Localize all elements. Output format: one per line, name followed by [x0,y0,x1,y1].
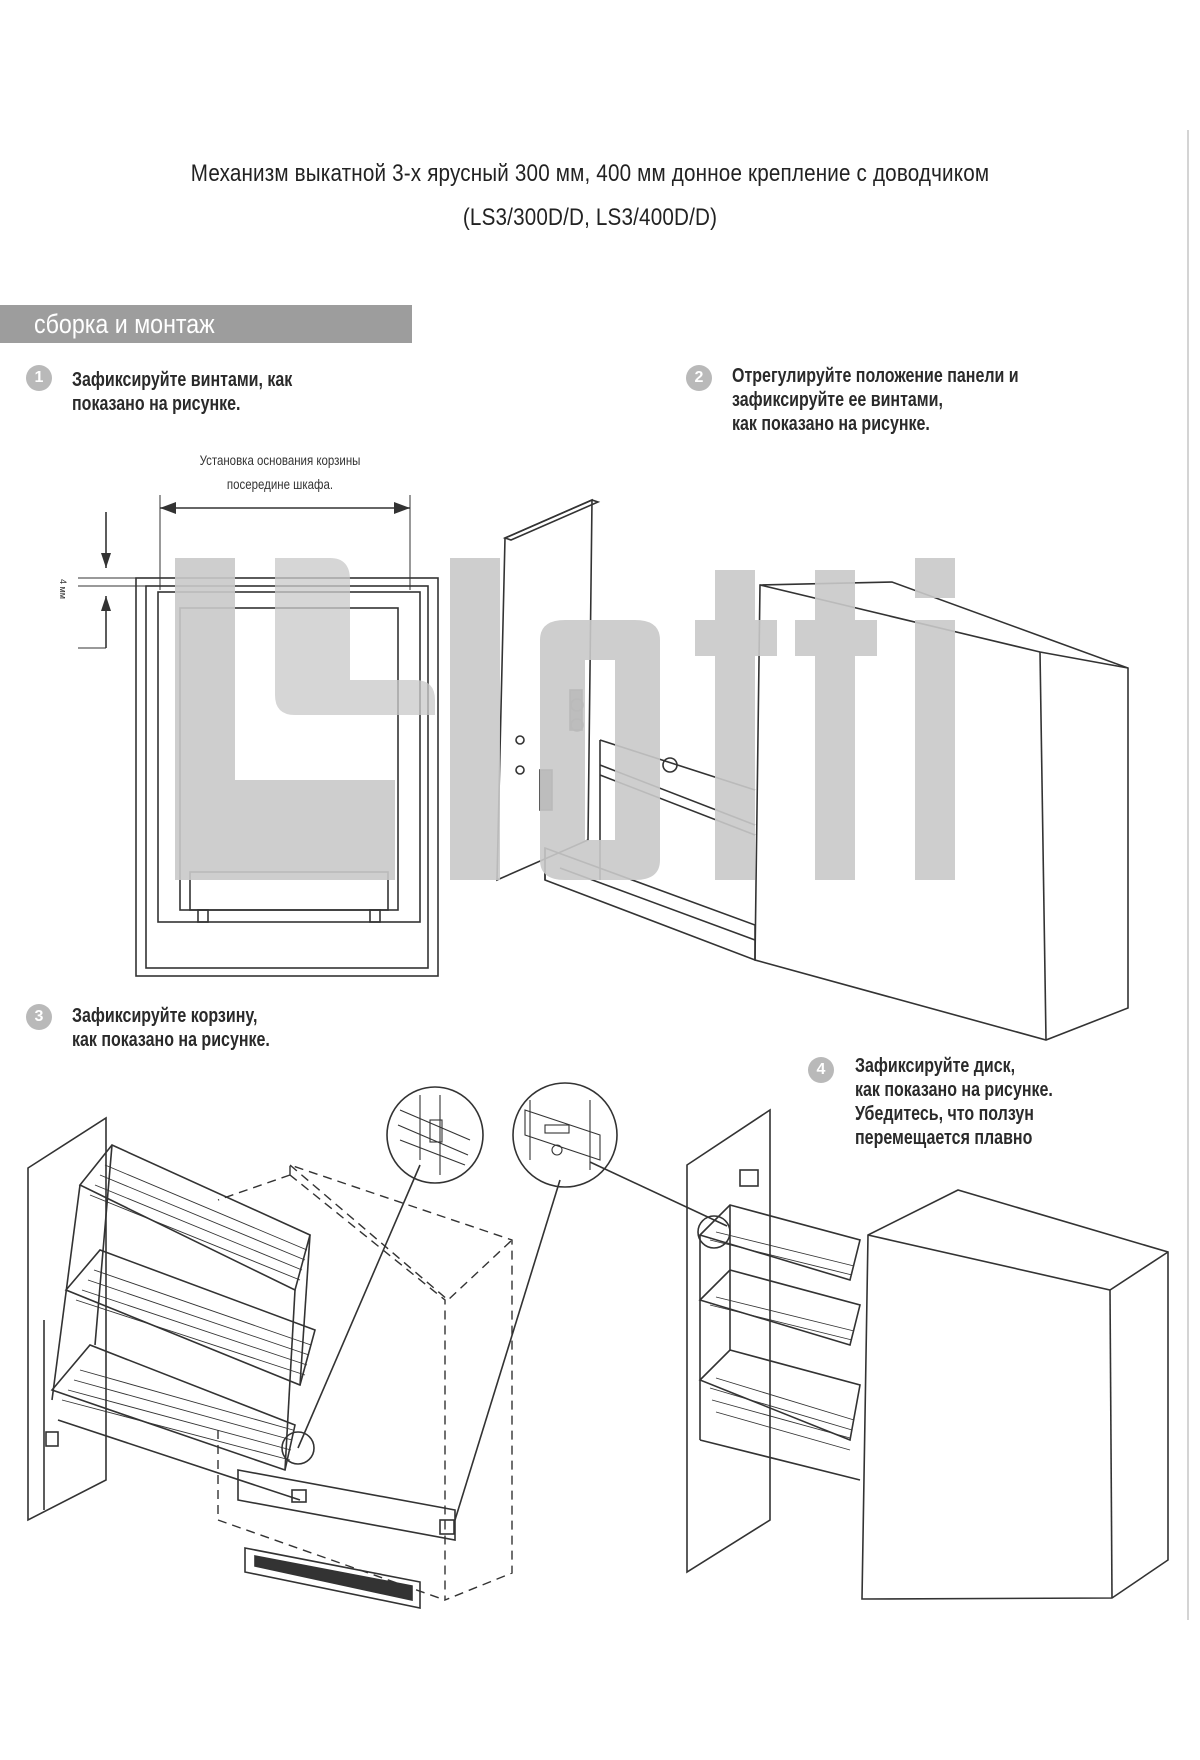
step-1-line: Зафиксируйте винтами, как [72,369,293,391]
step-1-text: Зафиксируйте винтами, как показано на ри… [72,368,292,416]
figure-1-note: Установка основания корзины посередине ш… [157,448,403,496]
step-4-line: Зафиксируйте диск, [855,1055,1016,1077]
step-3-badge: 3 [26,1004,52,1030]
step-2-line: зафиксируйте ее винтами, [732,389,943,411]
step-2-badge: 2 [686,365,712,391]
step-3-line: как показано на рисунке. [72,1029,270,1051]
step-4-line: Убедитесь, что ползун [855,1103,1034,1125]
figure-4-completed-installation [589,1108,1169,1600]
document-title: Механизм выкатной 3-х ярусный 300 мм, 40… [190,160,990,187]
step-4-text: Зафиксируйте диск, как показано на рисун… [855,1054,1053,1150]
step-4-line: как показано на рисунке. [855,1079,1053,1101]
model-codes: (LS3/300D/D, LS3/400D/D) [462,204,718,231]
step-2-line: как показано на рисунке. [732,413,930,435]
page-edge-rule [1187,130,1189,1620]
figure-1-note-line: Установка основания корзины [199,452,361,468]
step-4-line: перемещается плавно [855,1127,1033,1149]
figure-1-front-view [78,495,439,977]
figure-1-note-line: посередине шкафа. [226,476,334,492]
step-3-text: Зафиксируйте корзину, как показано на ри… [72,1004,270,1052]
step-1-badge: 1 [26,365,52,391]
figure-3-basket-installation [27,1082,618,1609]
step-2-text: Отрегулируйте положение панели и зафикси… [732,364,1019,436]
step-4-badge: 4 [808,1057,834,1083]
section-header-bar: сборка и монтаж [0,305,412,343]
section-title: сборка и монтаж [34,309,215,339]
step-3-line: Зафиксируйте корзину, [72,1005,258,1027]
figure-2-panel-installation [496,498,1129,1041]
step-1-line: показано на рисунке. [72,393,241,415]
step-2-line: Отрегулируйте положение панели и [732,365,1019,387]
